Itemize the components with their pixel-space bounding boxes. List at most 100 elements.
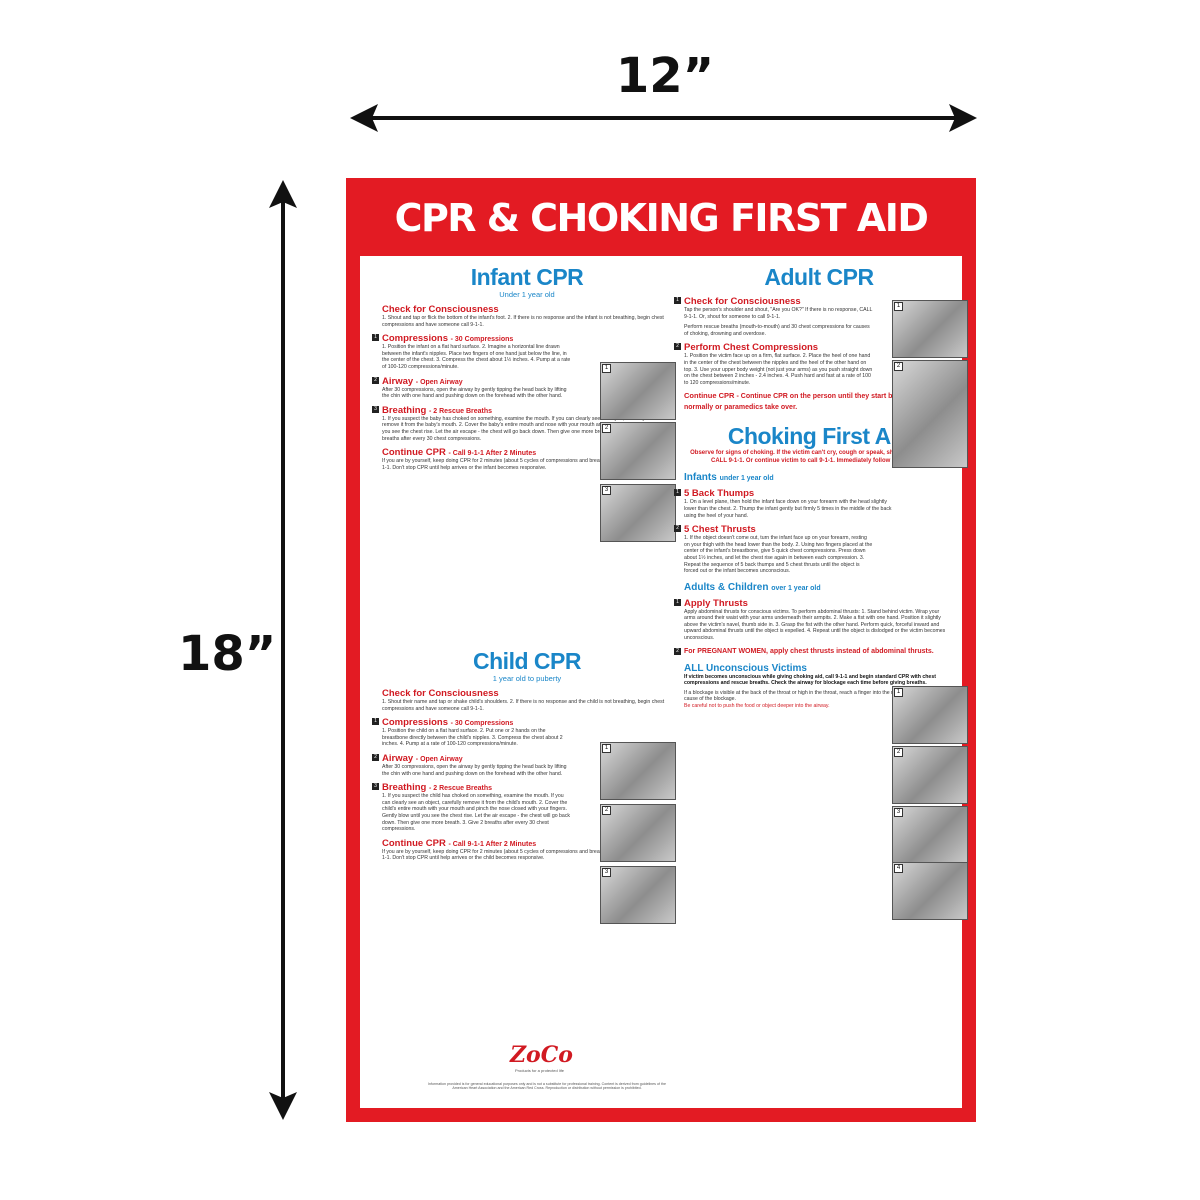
step-body: After 30 compressions, open the airway b… [382, 763, 567, 777]
step-body: 1. Shout their name and tap or shake chi… [382, 699, 665, 712]
step-number: 1 [674, 598, 681, 606]
unconscious-body-2: If a blockage is visible at the back of … [684, 689, 950, 703]
child-step-compressions: 1 Compressions - 30 Compressions 1. Posi… [372, 717, 572, 748]
child-compression-illustration: 1 [600, 742, 676, 800]
step-heading: 5 Chest Thrusts [684, 524, 756, 536]
step-body: 1. Shout and tap or flick the bottom of … [382, 315, 664, 328]
adult-compression-illustration: 2 [892, 360, 968, 468]
step-body: If you are by yourself, keep doing CPR f… [382, 848, 647, 862]
step-subheading: - Open Airway [415, 755, 463, 763]
step-body: 1. If you suspect the baby has choked on… [382, 415, 645, 442]
infant-chest-thrusts-illustration: 2 [892, 746, 968, 804]
unconscious-heading: ALL Unconscious Victims [684, 662, 807, 674]
step-body: Apply abdominal thrusts for conscious vi… [684, 608, 946, 642]
adult-step-continue: Continue CPR - Continue CPR on the perso… [684, 391, 949, 413]
step-heading: Check for Consciousness [382, 304, 499, 315]
step-number: 2 [674, 647, 681, 655]
step-subheading: - Call 9-1-1 After 2 Minutes [448, 450, 537, 458]
height-arrow-top-head [269, 180, 297, 208]
step-body: 1. Position the victim face up on a firm… [684, 353, 873, 386]
step-body: 1. On a level plane, then hold the infan… [684, 499, 892, 519]
step-body: 1. If the object doesn't come out, turn … [684, 535, 873, 575]
step-body: - Continue CPR on the person until they … [684, 393, 921, 412]
step-number: 2 [372, 753, 379, 761]
child-step-airway: 2 Airway - Open Airway After 30 compress… [372, 752, 572, 777]
step-body: 1. If you suspect the child has choked o… [382, 793, 571, 833]
fine-print: Information provided is for general educ… [428, 1082, 666, 1091]
step-heading: Airway [382, 375, 414, 387]
adults-children-subheading: over 1 year old [771, 584, 821, 592]
step-heading: Check for Consciousness [684, 296, 801, 307]
step-heading: Breathing [382, 404, 427, 416]
step-heading: Compressions [382, 717, 448, 729]
height-arrow-bottom-head [269, 1092, 297, 1120]
step-subheading: - 2 Rescue Breaths [428, 407, 493, 415]
choking-step-back-thumps: 1 5 Back Thumps 1. On a level plane, the… [674, 488, 894, 519]
left-column: Infant CPR Under 1 year old Check for Co… [372, 256, 676, 1090]
step-body: If you are by yourself, keep doing CPR f… [382, 458, 647, 471]
infant-cpr-subtitle: Under 1 year old [499, 290, 555, 299]
step-number: 3 [372, 783, 379, 791]
width-arrow-left-head [350, 104, 378, 132]
step-number: 1 [372, 334, 379, 342]
child-step-consciousness: Check for Consciousness 1. Shout their n… [382, 688, 672, 712]
infant-airway-illustration: 2 [600, 422, 676, 480]
logo-tagline: Products for a protected life [515, 1068, 564, 1073]
step-subheading: - 30 Compressions [450, 720, 514, 728]
step-body: 1. Position the infant on a flat hard su… [382, 344, 571, 370]
step-heading: Continue CPR [382, 447, 446, 459]
step-heading: Continue CPR [382, 837, 446, 849]
step-heading: Compressions [382, 333, 448, 345]
step-heading: Apply Thrusts [684, 597, 748, 609]
adult-step-compressions: 2 Perform Chest Compressions 1. Position… [674, 342, 874, 386]
step-subheading: - Open Airway [415, 378, 463, 386]
step-number: 3 [372, 405, 379, 413]
unconscious-body: If victim becomes unconscious while givi… [684, 673, 936, 687]
step-heading: Check for Consciousness [382, 688, 499, 699]
step-number: 1 [372, 718, 379, 726]
choking-step-chest-thrusts: 2 5 Chest Thrusts 1. If the object doesn… [674, 524, 874, 575]
choking-step-thrusts: 1 Apply Thrusts Apply abdominal thrusts … [674, 597, 949, 642]
step-number: 1 [674, 489, 681, 497]
zoco-logo: ZoCo [510, 1042, 573, 1068]
infant-breathing-illustration: 3 [600, 484, 676, 542]
step-heading: Perform Chest Compressions [684, 342, 819, 354]
step-heading: Airway [382, 752, 414, 764]
step-body-extra: Perform rescue breaths (mouth-to-mouth) … [684, 324, 870, 337]
step-body: After 30 compressions, open the airway b… [382, 386, 567, 400]
child-step-breathing: 3 Breathing - 2 Rescue Breaths 1. If you… [372, 782, 572, 833]
infant-back-thumps-illustration: 1 [892, 686, 968, 744]
width-dimension-label: 12” [615, 48, 715, 104]
infant-cpr-title: Infant CPR [470, 264, 584, 290]
step-heading: 5 Back Thumps [684, 488, 755, 500]
step-number: 2 [674, 343, 681, 351]
step-number: 2 [372, 376, 379, 384]
child-step-continue: Continue CPR - Call 9-1-1 After 2 Minute… [382, 838, 647, 862]
step-number: 1 [674, 297, 681, 304]
pregnant-note: 2 For PREGNANT WOMEN, apply chest thrust… [674, 647, 949, 656]
height-dimension-label: 18” [178, 626, 277, 682]
adult-step-consciousness: 1 Check for Consciousness Tap the person… [674, 296, 874, 337]
infant-step-airway: 2 Airway - Open Airway After 30 compress… [372, 375, 572, 400]
step-body: 1. Position the child on a flat hard sur… [382, 728, 563, 748]
infant-step-continue: Continue CPR - Call 9-1-1 After 2 Minute… [382, 447, 647, 471]
step-heading: Continue CPR [684, 391, 735, 401]
adult-consciousness-illustration: 1 [892, 300, 968, 358]
child-airway-illustration: 2 [600, 804, 676, 862]
step-number: 2 [674, 525, 681, 533]
poster-title: CPR & CHOKING FIRST AID [394, 196, 929, 240]
pregnant-text: For PREGNANT WOMEN, apply chest thrusts … [684, 647, 934, 655]
poster-panel: Infant CPR Under 1 year old Check for Co… [360, 256, 968, 1108]
adult-thrust-illustration: 3 [892, 806, 968, 864]
width-arrow-right-head [949, 104, 977, 132]
infant-step-breathing: 3 Breathing - 2 Rescue Breaths 1. If you… [372, 404, 647, 442]
step-body: Tap the person's shoulder and shout, "Ar… [684, 307, 873, 320]
choking-title: Choking First Aid [727, 423, 911, 450]
cpr-poster: CPR & CHOKING FIRST AID Infant CPR Under… [346, 178, 976, 1122]
step-heading: Breathing [382, 782, 427, 794]
choking-intro: Observe for signs of choking. If the vic… [690, 450, 948, 464]
step-subheading: - Call 9-1-1 After 2 Minutes [448, 840, 537, 848]
child-breathing-illustration: 3 [600, 866, 676, 924]
infants-heading: Infants [684, 472, 717, 484]
right-column: Adult CPR 1 Check for Consciousness Tap … [674, 256, 968, 920]
